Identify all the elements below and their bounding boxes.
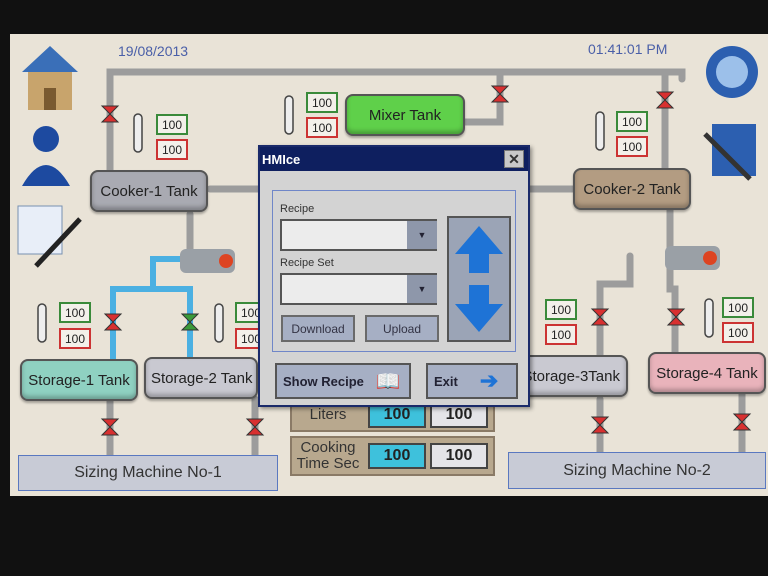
mixer-reading-1: 100 xyxy=(306,92,338,113)
storage4-reading-1: 100 xyxy=(722,297,754,318)
storage-1-tank[interactable]: Storage-1 Tank xyxy=(20,359,138,401)
recipe-group: Recipe ▼ Recipe Set ▼ Download Upload xyxy=(272,190,516,352)
storage-2-tank[interactable]: Storage-2 Tank xyxy=(144,357,258,399)
date-display: 19/08/2013 xyxy=(118,43,189,59)
storage-4-tank[interactable]: Storage-4 Tank xyxy=(648,352,766,394)
exit-arrow-icon: ➔ xyxy=(479,368,499,393)
cooking-time-row: Cooking Time Sec 100 100 xyxy=(290,436,495,476)
cooker2-reading-2: 100 xyxy=(616,136,648,157)
cooker1-reading-2: 100 xyxy=(156,139,188,160)
mixer-reading-2: 100 xyxy=(306,117,338,138)
recipe-select[interactable]: ▼ xyxy=(280,219,437,251)
download-button[interactable]: Download xyxy=(281,315,355,342)
cooker1-reading-1: 100 xyxy=(156,114,188,135)
cooker2-reading-1: 100 xyxy=(616,111,648,132)
book-icon: 📖 xyxy=(375,370,401,393)
pipe-network xyxy=(17,46,758,460)
settings-dial-icon xyxy=(706,46,758,98)
arrow-down-icon xyxy=(455,285,503,332)
mixer-tank[interactable]: Mixer Tank xyxy=(345,94,465,136)
scroll-buttons xyxy=(447,216,511,342)
show-recipe-button[interactable]: Show Recipe 📖 xyxy=(275,363,411,399)
liters-label: Liters xyxy=(309,406,347,423)
cooker-2-tank[interactable]: Cooker-2 Tank xyxy=(573,168,691,210)
dialog-title: HMIce xyxy=(262,151,301,167)
hmi-screen: 19/08/2013 01:41:01 PM Mixer Tank Cooker… xyxy=(10,34,768,496)
cooking-time-setpoint[interactable]: 100 xyxy=(368,443,426,469)
user-icon xyxy=(22,126,70,186)
storage3-reading-2: 100 xyxy=(545,324,577,345)
recipe-dialog: HMIce ✕ Recipe ▼ Recipe Set ▼ Download U… xyxy=(258,145,530,407)
cooker-1-tank[interactable]: Cooker-1 Tank xyxy=(90,170,208,212)
document-pen-icon xyxy=(17,205,82,268)
chevron-down-icon[interactable]: ▼ xyxy=(407,221,437,249)
sizing-machine-1[interactable]: Sizing Machine No-1 xyxy=(18,455,278,491)
show-recipe-label: Show Recipe xyxy=(283,373,364,389)
exit-button[interactable]: Exit ➔ xyxy=(426,363,518,399)
pump-icons xyxy=(180,246,720,273)
arrow-up-icon xyxy=(455,226,503,273)
sizing-machine-2[interactable]: Sizing Machine No-2 xyxy=(508,452,766,489)
upload-button[interactable]: Upload xyxy=(365,315,439,342)
tools-icon xyxy=(703,124,756,181)
chevron-down-icon[interactable]: ▼ xyxy=(407,275,437,303)
cooking-time-label: Cooking Time Sec xyxy=(296,439,360,472)
thermometer-icons xyxy=(37,95,714,343)
storage4-reading-2: 100 xyxy=(722,322,754,343)
recipe-set-select[interactable]: ▼ xyxy=(280,273,437,305)
cooking-time-actual: 100 xyxy=(430,443,488,469)
recipe-label: Recipe xyxy=(280,203,315,215)
dialog-titlebar: HMIce ✕ xyxy=(260,147,528,171)
storage3-reading-1: 100 xyxy=(545,299,577,320)
storage1-reading-2: 100 xyxy=(59,328,91,349)
exit-label: Exit xyxy=(434,373,458,389)
storage1-reading-1: 100 xyxy=(59,302,91,323)
close-button[interactable]: ✕ xyxy=(504,150,524,168)
recipe-set-label: Recipe Set xyxy=(280,257,334,269)
time-display: 01:41:01 PM xyxy=(588,41,668,57)
home-icon xyxy=(22,46,78,110)
